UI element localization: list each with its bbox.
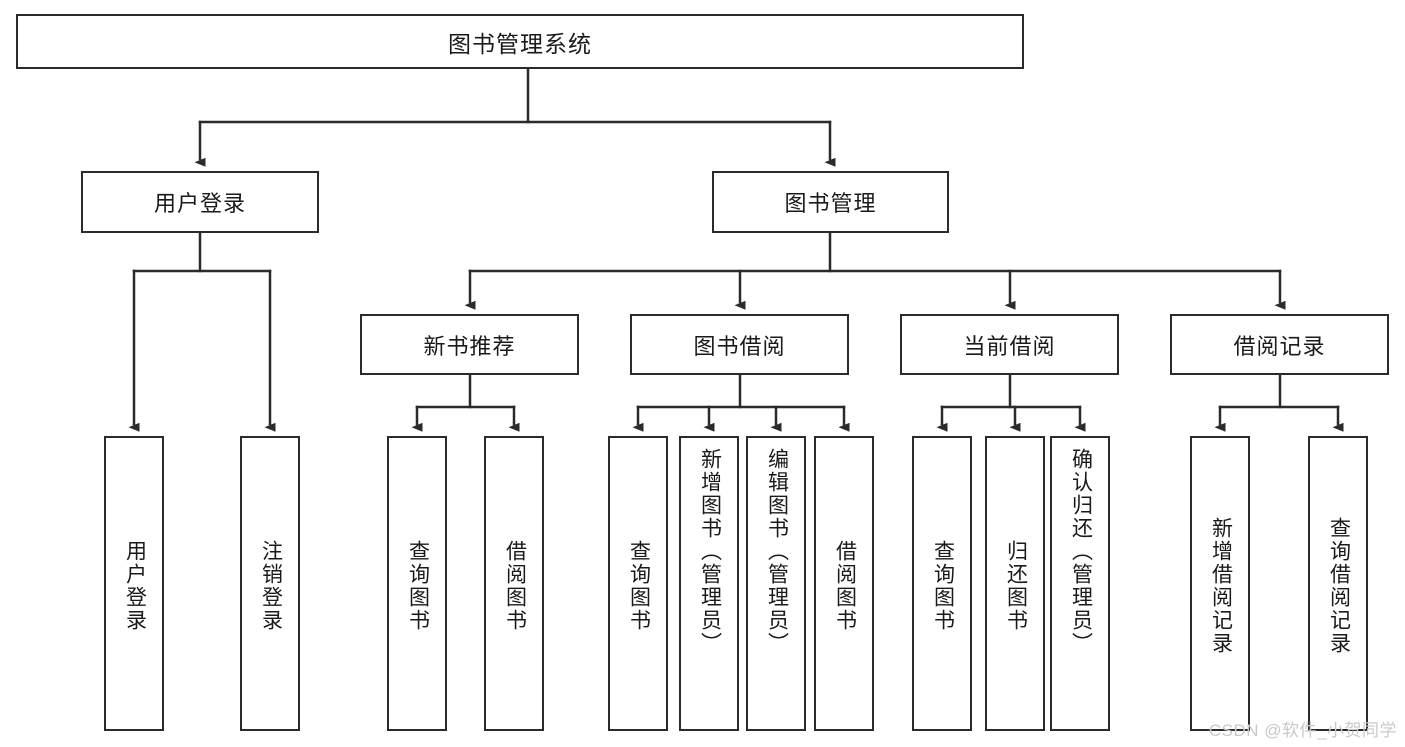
leaf-inner: 新增借阅记录 xyxy=(1192,442,1248,729)
leaf-inner: 借阅图书 xyxy=(816,442,872,729)
node-leaf-user-login-label: 用户登录 xyxy=(123,539,147,632)
leaf-inner: 编辑图书（管理员） xyxy=(748,442,804,735)
node-leaf-add-book-admin[interactable]: 新增图书（管理员） xyxy=(679,436,739,731)
node-leaf-add-borrow-record[interactable]: 新增借阅记录 xyxy=(1190,436,1250,731)
node-user-login[interactable]: 用户登录 xyxy=(81,171,319,233)
leaf-inner: 查询图书 xyxy=(610,442,666,729)
node-leaf-query-book-2[interactable]: 查询图书 xyxy=(608,436,668,731)
leaf-inner: 归还图书 xyxy=(987,442,1043,729)
node-leaf-add-borrow-record-label: 新增借阅记录 xyxy=(1209,516,1233,655)
node-leaf-borrow-book-2[interactable]: 借阅图书 xyxy=(814,436,874,731)
node-root[interactable]: 图书管理系统 xyxy=(16,14,1024,69)
node-leaf-borrow-book-2-label: 借阅图书 xyxy=(833,539,857,632)
node-leaf-confirm-return-admin[interactable]: 确认归还（管理员） xyxy=(1050,436,1110,731)
node-leaf-confirm-return-admin-label: 确认归还（管理员） xyxy=(1069,448,1093,655)
leaf-inner: 确认归还（管理员） xyxy=(1052,442,1108,735)
node-leaf-user-login[interactable]: 用户登录 xyxy=(104,436,164,731)
node-leaf-logout[interactable]: 注销登录 xyxy=(240,436,300,731)
node-leaf-add-book-admin-label: 新增图书（管理员） xyxy=(698,448,722,655)
node-leaf-edit-book-admin[interactable]: 编辑图书（管理员） xyxy=(746,436,806,731)
node-leaf-borrow-book-1[interactable]: 借阅图书 xyxy=(484,436,544,731)
node-current-borrow-label: 当前借阅 xyxy=(963,333,1056,359)
node-leaf-query-borrow-record-label: 查询借阅记录 xyxy=(1327,516,1351,655)
node-leaf-query-book-1[interactable]: 查询图书 xyxy=(387,436,447,731)
leaf-inner: 注销登录 xyxy=(242,442,298,729)
node-leaf-return-book[interactable]: 归还图书 xyxy=(985,436,1045,731)
node-leaf-query-borrow-record[interactable]: 查询借阅记录 xyxy=(1308,436,1368,731)
node-borrow-record-label: 借阅记录 xyxy=(1233,333,1326,359)
node-leaf-query-book-3[interactable]: 查询图书 xyxy=(912,436,972,731)
node-new-book-recommend-label: 新书推荐 xyxy=(423,333,516,359)
node-leaf-query-book-2-label: 查询图书 xyxy=(627,539,651,632)
node-book-manage[interactable]: 图书管理 xyxy=(712,171,949,233)
node-borrow-record[interactable]: 借阅记录 xyxy=(1170,314,1389,375)
node-new-book-recommend[interactable]: 新书推荐 xyxy=(360,314,579,375)
node-book-borrow[interactable]: 图书借阅 xyxy=(630,314,849,375)
leaf-inner: 用户登录 xyxy=(106,442,162,729)
node-leaf-query-book-1-label: 查询图书 xyxy=(406,539,430,632)
node-leaf-logout-label: 注销登录 xyxy=(259,539,283,632)
leaf-inner: 借阅图书 xyxy=(486,442,542,729)
leaf-inner: 查询图书 xyxy=(914,442,970,729)
leaf-inner: 查询图书 xyxy=(389,442,445,729)
node-leaf-borrow-book-1-label: 借阅图书 xyxy=(503,539,527,632)
leaf-inner: 新增图书（管理员） xyxy=(681,442,737,735)
node-root-label: 图书管理系统 xyxy=(448,30,592,57)
node-leaf-return-book-label: 归还图书 xyxy=(1004,539,1028,632)
node-leaf-query-book-3-label: 查询图书 xyxy=(931,539,955,632)
csdn-watermark: CSDN @软件_小贺同学 xyxy=(1208,721,1397,740)
node-leaf-edit-book-admin-label: 编辑图书（管理员） xyxy=(765,448,789,655)
node-user-login-label: 用户登录 xyxy=(153,191,246,216)
node-current-borrow[interactable]: 当前借阅 xyxy=(900,314,1119,375)
node-book-borrow-label: 图书借阅 xyxy=(693,333,786,359)
node-book-manage-label: 图书管理 xyxy=(784,191,877,216)
leaf-inner: 查询借阅记录 xyxy=(1310,442,1366,729)
